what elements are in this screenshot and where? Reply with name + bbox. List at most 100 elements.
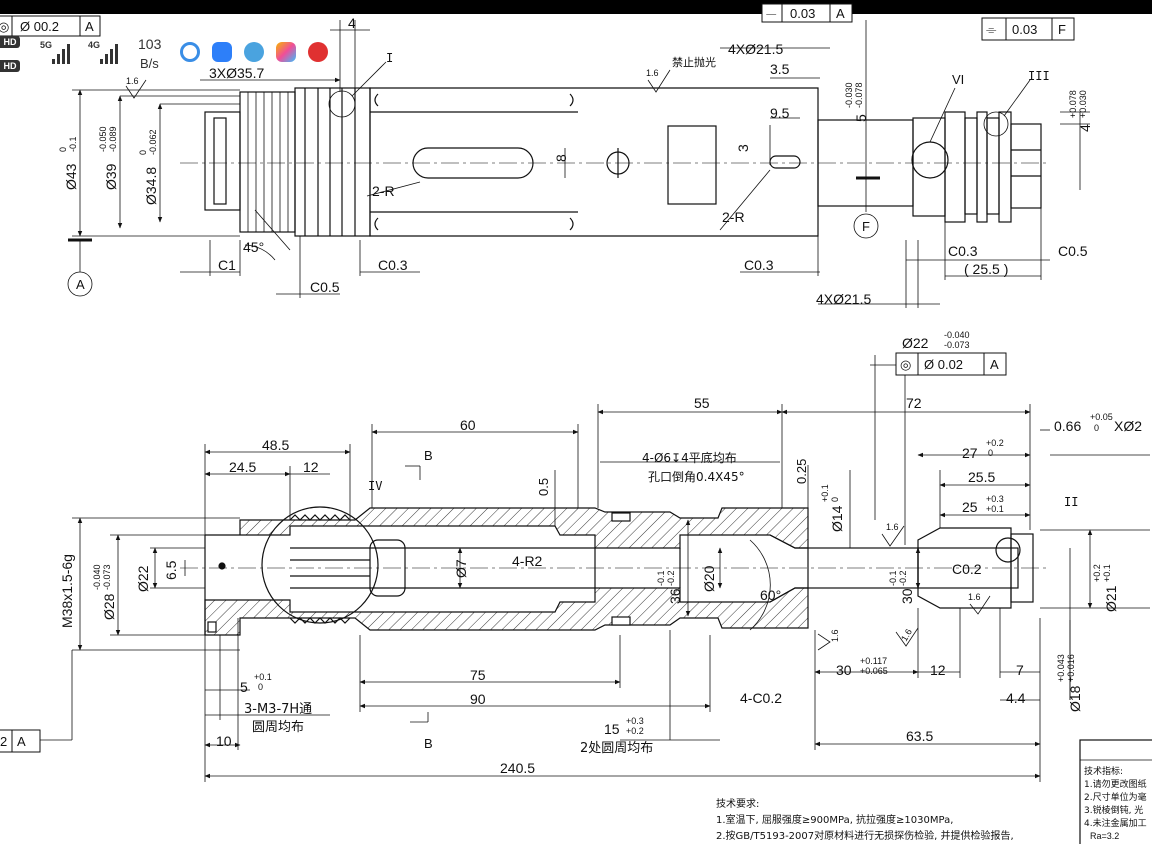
svg-text:+0.1: +0.1 [820,484,830,502]
top-main-body [369,87,819,237]
svg-text:240.5: 240.5 [500,760,535,776]
svg-text:Ra=3.2: Ra=3.2 [1090,831,1119,841]
svg-text:+0.2: +0.2 [1092,564,1102,582]
svg-text:+0.117: +0.117 [860,656,887,666]
svg-text:7: 7 [1016,662,1024,678]
svg-text:III: III [1028,69,1050,83]
svg-text:3.5: 3.5 [770,61,790,77]
svg-text:A: A [17,734,26,749]
svg-text:36: 36 [667,588,683,604]
svg-text:0: 0 [988,448,993,458]
runout-datum: A [85,19,94,34]
svg-text:4-Ø6↧4平底均布: 4-Ø6↧4平底均布 [642,450,737,465]
svg-text:Ø22: Ø22 [135,565,151,592]
svg-text:1.请勿更改图纸: 1.请勿更改图纸 [1084,778,1147,790]
svg-text:0: 0 [58,147,68,152]
svg-text:4.4: 4.4 [1006,690,1026,706]
app-icon-red-circle[interactable] [308,42,328,62]
app-icon-blue-circle[interactable] [180,42,200,62]
dim-4-top: 4 [348,15,356,31]
svg-text:技术指标:: 技术指标: [1084,765,1123,777]
svg-text:-0.050: -0.050 [98,126,108,152]
svg-text:+0.1: +0.1 [1102,564,1112,582]
svg-text:3.锐棱倒钝, 光: 3.锐棱倒钝, 光 [1084,804,1143,816]
top-view-labels: ◎ Ø 00.2 A ⏤ 0.03 A ⌯ 0.03 F Ø43 0 -0.1 … [0,3,1093,307]
dim-dia-43: Ø43 [63,163,79,190]
svg-text:-0.040: -0.040 [944,330,970,340]
svg-text:C0.3: C0.3 [948,243,978,259]
top-view [68,87,1050,242]
svg-text:4XØ21.5: 4XØ21.5 [816,291,871,307]
fcf-concentric: ◎ Ø 0.02 A [895,352,1007,376]
bottom-view-labels: Ø22 -0.040 -0.073 ◎ Ø 0.02 A 55 72 0.66 … [0,330,1142,776]
svg-text:90: 90 [470,691,486,707]
svg-text:XØ2: XØ2 [1114,418,1142,434]
top-view-dim-lines [67,20,1090,308]
bottom-view-dim-lines [40,355,1150,782]
svg-text:12: 12 [930,662,946,678]
svg-text:2.按GB/T5193-2007对原材料进行无损探伤检验,: 2.按GB/T5193-2007对原材料进行无损探伤检验, 并提供检验报告, [716,829,1014,842]
svg-text:+0.016: +0.016 [1066,654,1076,682]
top-left-end [204,111,241,211]
svg-text:+0.3: +0.3 [986,494,1004,504]
svg-text:1.6: 1.6 [899,627,914,643]
fcf-runout-top-left: ◎ Ø 00.2 A [0,15,101,37]
svg-text:A: A [836,6,845,21]
svg-text:I: I [386,51,393,65]
svg-text:+0.05: +0.05 [1090,412,1113,422]
svg-text:1.6: 1.6 [830,629,840,642]
svg-text:-0.073: -0.073 [102,564,112,590]
svg-text:55: 55 [694,395,710,411]
svg-text:+0.2: +0.2 [986,438,1004,448]
fcf-parallel-top: ⏤ 0.03 A [761,3,853,23]
svg-text:-0.2: -0.2 [666,570,676,586]
svg-text:1.6: 1.6 [126,76,139,86]
svg-text:VI: VI [952,72,964,87]
signal-1-icon [52,42,76,64]
svg-text:0: 0 [258,682,263,692]
datum-a-label: A [76,277,85,292]
bottom-section-upper [205,507,809,549]
svg-text:F: F [1058,22,1066,37]
svg-text:-0.089: -0.089 [108,126,118,152]
svg-text:60: 60 [460,417,476,433]
svg-text:-0.073: -0.073 [944,340,970,350]
note-no-polish: 禁止抛光 [672,55,716,69]
svg-text:1.6: 1.6 [646,68,659,78]
svg-text:+0.078: +0.078 [1068,90,1078,118]
svg-text:25: 25 [962,499,978,515]
svg-text:0: 0 [830,497,840,502]
svg-text:-0.2: -0.2 [898,570,908,586]
app-icon-globe[interactable] [244,42,264,62]
svg-text:-0.062: -0.062 [148,129,158,155]
svg-text:0.03: 0.03 [790,6,815,21]
svg-text:1.6: 1.6 [886,522,899,532]
svg-text:+0.043: +0.043 [1056,654,1066,682]
svg-text:-0.078: -0.078 [854,82,864,108]
svg-text:( 25.5 ): ( 25.5 ) [964,261,1008,277]
app-icon-blue-square[interactable] [212,42,232,62]
svg-text:0.66: 0.66 [1054,418,1081,434]
top-collar [912,117,946,217]
svg-text:+0.1: +0.1 [986,504,1004,514]
sim1-badge: HD 1 [0,36,20,59]
dim-dia-34-8: Ø34.8 [143,167,159,205]
svg-text:圆周均布: 圆周均布 [252,720,304,735]
bottom-detail-iv-circle [261,506,379,624]
runout-zone: Ø 00.2 [20,19,59,34]
svg-text:2处圆周均布: 2处圆周均布 [580,741,653,756]
svg-text:12: 12 [303,459,319,475]
svg-text:-0.1: -0.1 [68,136,78,152]
app-icon-colorful[interactable] [276,42,296,62]
svg-text:C0.5: C0.5 [310,279,340,295]
svg-text:30: 30 [836,662,852,678]
svg-text:Ø14: Ø14 [829,505,845,532]
svg-text:+0.1: +0.1 [254,672,272,682]
svg-text:2: 2 [0,734,7,749]
svg-text:+0.065: +0.065 [860,666,888,676]
svg-text:60°: 60° [760,587,781,603]
svg-text:25.5: 25.5 [968,469,995,485]
net2-label: 4G [88,40,101,50]
svg-text:II: II [1064,495,1078,509]
svg-text:+0.3: +0.3 [626,716,644,726]
